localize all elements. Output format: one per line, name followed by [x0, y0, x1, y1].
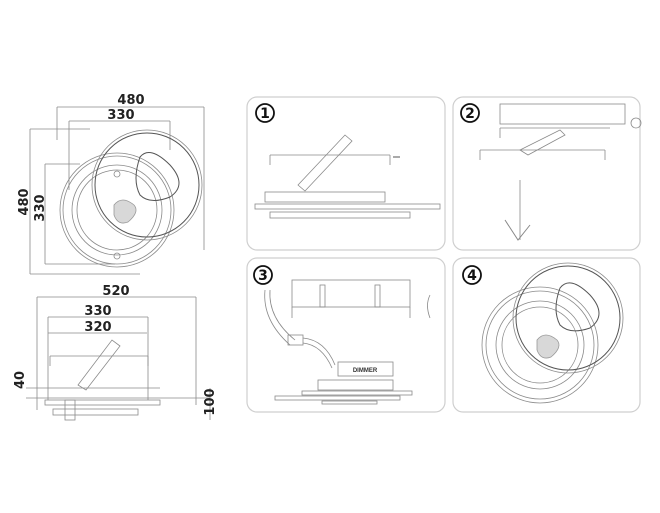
step-4-number: 4	[467, 268, 477, 284]
dimmer-label: DIMMER	[353, 368, 378, 374]
dim-side-width-inner: 320	[84, 320, 111, 335]
top-view-drawing: 480 330 480 330	[17, 93, 205, 275]
step-3-panel: 3 DIMMER	[246, 257, 446, 413]
step-1-number: 1	[260, 106, 270, 122]
dim-top-height-inner: 330	[33, 194, 48, 221]
step-4-panel: 4	[452, 257, 641, 413]
side-view-drawing: 520 330 320 40 100	[13, 284, 218, 421]
dim-side-height-total: 100	[203, 388, 218, 415]
step-1-panel: 1	[246, 96, 446, 251]
step-2-number: 2	[465, 106, 475, 122]
dim-top-width-outer: 480	[117, 93, 144, 108]
step-2-panel: 2	[452, 96, 642, 251]
step-3-number: 3	[258, 268, 268, 284]
dim-top-width-inner: 330	[107, 108, 134, 123]
dim-side-height-small: 40	[13, 371, 28, 389]
dim-side-width-total: 520	[102, 284, 129, 299]
dim-side-width-mid: 330	[84, 304, 111, 319]
dim-top-height-outer: 480	[17, 188, 32, 215]
